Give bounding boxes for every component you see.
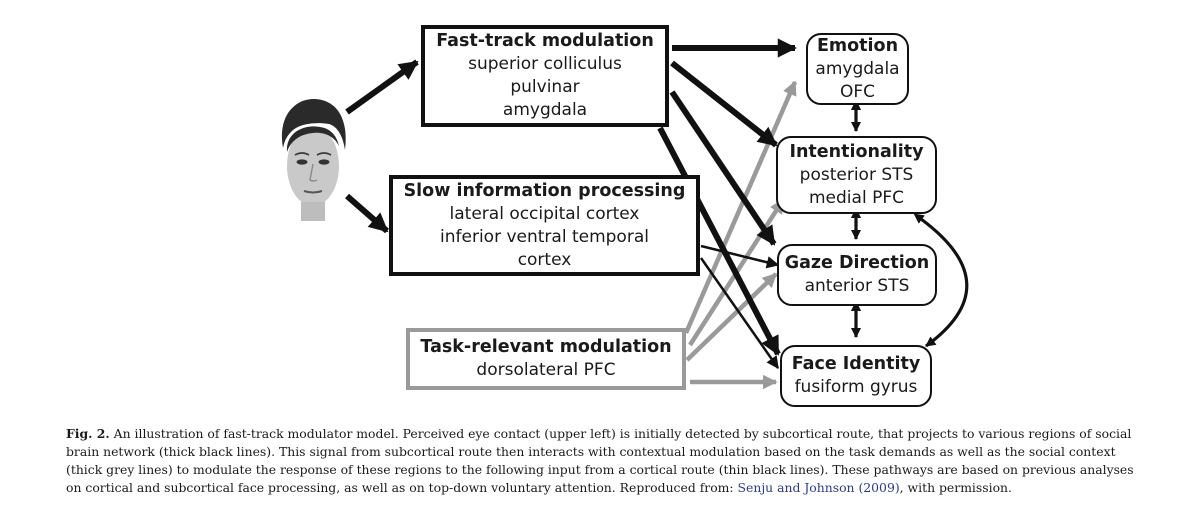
node-line: lateral occipital cortex: [449, 203, 640, 224]
node-line: inferior ventral temporal: [440, 226, 649, 247]
arrow-fasttrack-to-intentionality: [670, 60, 778, 148]
node-line: anterior STS: [804, 276, 910, 296]
arrow-task-to-emotion: [683, 80, 798, 334]
node-line: cortex: [517, 249, 572, 270]
diagram-connections: [345, 38, 969, 390]
caption-label: Fig. 2.: [66, 426, 110, 441]
node-line: medial PFC: [809, 187, 904, 208]
arrow-task-to-gaze: [685, 272, 778, 362]
node-slow-information: Slow information processing lateral occi…: [389, 175, 700, 276]
arrow-face-to-fasttrack: [345, 59, 419, 115]
node-line: superior colliculus: [468, 54, 622, 74]
node-title: Task-relevant modulation: [420, 337, 672, 357]
node-intentionality: Intentionality posterior STS medial PFC: [776, 136, 937, 214]
node-line: dorsolateral PFC: [476, 360, 616, 380]
node-line: OFC: [839, 81, 876, 102]
bidir-intentionality-faceid: [913, 213, 969, 348]
caption-text: An illustration of fast-track modulator …: [66, 426, 1134, 495]
node-title: Fast-track modulation: [436, 31, 654, 51]
node-title: Slow information processing: [403, 180, 686, 201]
face-image: [281, 98, 346, 221]
node-title: Face Identity: [791, 354, 921, 374]
node-title: Emotion: [816, 35, 899, 56]
node-task-relevant: Task-relevant modulation dorsolateral PF…: [406, 328, 686, 390]
node-title: Intentionality: [789, 141, 924, 162]
caption-tail: , with permission.: [899, 480, 1012, 495]
node-face-identity: Face Identity fusiform gyrus: [780, 345, 932, 407]
node-emotion: Emotion amygdala OFC: [806, 33, 909, 105]
node-line: posterior STS: [799, 164, 914, 185]
figure-caption: Fig. 2. An illustration of fast-track mo…: [66, 425, 1151, 497]
caption-reference-link[interactable]: Senju and Johnson (2009): [737, 480, 900, 495]
node-gaze-direction: Gaze Direction anterior STS: [777, 244, 937, 306]
node-title: Gaze Direction: [784, 253, 930, 273]
arrow-slow-to-gaze: [700, 244, 780, 269]
node-line: pulvinar: [510, 77, 580, 97]
arrow-fasttrack-to-faceid: [657, 126, 781, 356]
node-line: amygdala: [815, 58, 900, 79]
arrow-slow-to-faceid: [699, 257, 780, 370]
node-line: fusiform gyrus: [794, 377, 918, 397]
arrow-face-to-slow: [345, 193, 389, 234]
node-line: amygdala: [502, 100, 588, 120]
node-fast-track: Fast-track modulation superior colliculu…: [421, 25, 669, 127]
arrow-fasttrack-to-gaze: [669, 90, 777, 246]
